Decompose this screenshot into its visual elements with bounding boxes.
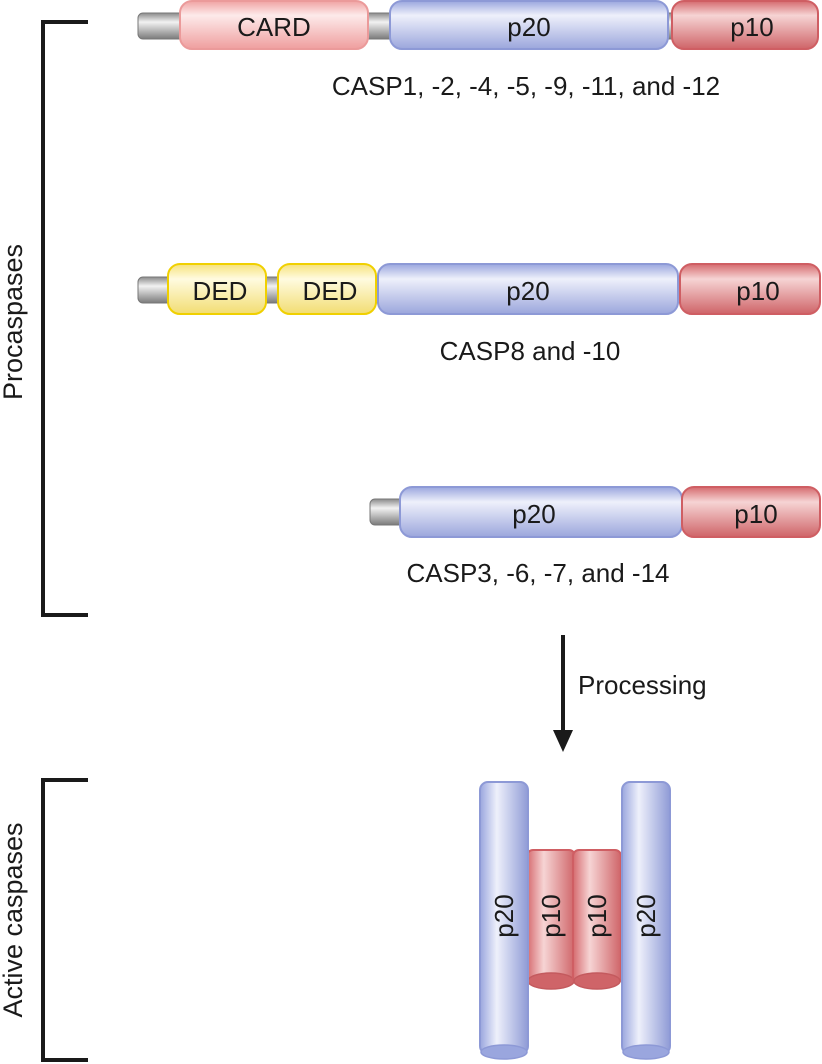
p10-domain: p10 xyxy=(679,263,821,315)
p20-label: p20 xyxy=(507,12,550,42)
p10-label: p10 xyxy=(734,499,777,529)
row-casp3-caption: CASP3, -6, -7, and -14 xyxy=(406,558,669,588)
row-casp8-group: DED DED p20 p10 CASP8 and -10 xyxy=(137,263,821,366)
row-casp1-group: CARD p20 p10 CASP1, -2, -4, -5, -9, -11,… xyxy=(137,0,819,101)
p20-label: p20 xyxy=(506,276,549,306)
procaspases-label: Procaspases xyxy=(0,244,28,400)
p20-subunit-right: p20 xyxy=(621,781,671,1060)
p10-label: p10 xyxy=(730,12,773,42)
p20-label: p20 xyxy=(489,894,519,937)
p20-label: p20 xyxy=(631,894,661,937)
row-casp3-group: p20 p10 CASP3, -6, -7, and -14 xyxy=(369,486,821,588)
p10-domain: p10 xyxy=(671,0,819,50)
p20-domain: p20 xyxy=(377,263,679,315)
ded-domain-2: DED xyxy=(277,263,377,315)
p20-domain: p20 xyxy=(389,0,669,50)
p20-subunit-left: p20 xyxy=(479,781,529,1060)
p10-subunit-right: p10 xyxy=(572,849,622,990)
processing-label: Processing xyxy=(578,670,707,700)
ded-label: DED xyxy=(303,276,358,306)
card-domain: CARD xyxy=(179,0,369,50)
ded-domain-1: DED xyxy=(167,263,267,315)
ded-label: DED xyxy=(193,276,248,306)
p20-label: p20 xyxy=(512,499,555,529)
active-caspase-complex: p10 p10 p20 p20 xyxy=(479,781,671,1060)
active-caspases-label: Active caspases xyxy=(0,822,28,1017)
p20-domain: p20 xyxy=(399,486,683,538)
card-label: CARD xyxy=(237,12,311,42)
processing-arrow: Processing xyxy=(553,635,707,752)
arrow-head-icon xyxy=(553,730,573,752)
procaspases-bracket: Procaspases xyxy=(0,20,88,617)
active-caspases-bracket: Active caspases xyxy=(0,778,88,1062)
p10-label: p10 xyxy=(536,894,566,937)
p10-domain: p10 xyxy=(681,486,821,538)
row-casp1-caption: CASP1, -2, -4, -5, -9, -11, and -12 xyxy=(332,71,720,101)
p10-label: p10 xyxy=(736,276,779,306)
p10-subunit-left: p10 xyxy=(526,849,576,990)
row-casp8-caption: CASP8 and -10 xyxy=(440,336,621,366)
p10-label: p10 xyxy=(582,894,612,937)
